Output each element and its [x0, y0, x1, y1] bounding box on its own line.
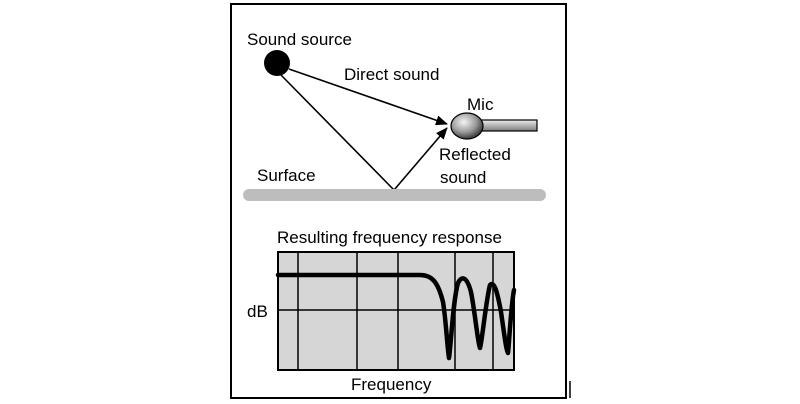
reflecting-surface	[243, 189, 546, 201]
reflected-sound-label-line2: sound	[440, 168, 486, 187]
direct-sound-arrow	[288, 68, 448, 126]
incident-ray	[280, 74, 395, 191]
direct-sound-label: Direct sound	[344, 65, 439, 84]
frequency-response-curve	[275, 272, 517, 361]
mic-icon	[450, 112, 538, 140]
graph-x-label: Frequency	[351, 375, 432, 394]
graph-grid	[278, 252, 514, 370]
graph-y-label: dB	[247, 302, 268, 321]
reflected-sound-arrow	[393, 127, 448, 191]
sound-source-dot	[264, 50, 290, 76]
mic-label: Mic	[467, 95, 494, 114]
graph-title: Resulting frequency response	[277, 228, 502, 247]
graph-plot-area	[277, 251, 515, 371]
reflected-sound-label-line1: Reflected	[439, 145, 511, 164]
sound-source-label: Sound source	[247, 30, 352, 49]
surface-label: Surface	[257, 166, 316, 185]
